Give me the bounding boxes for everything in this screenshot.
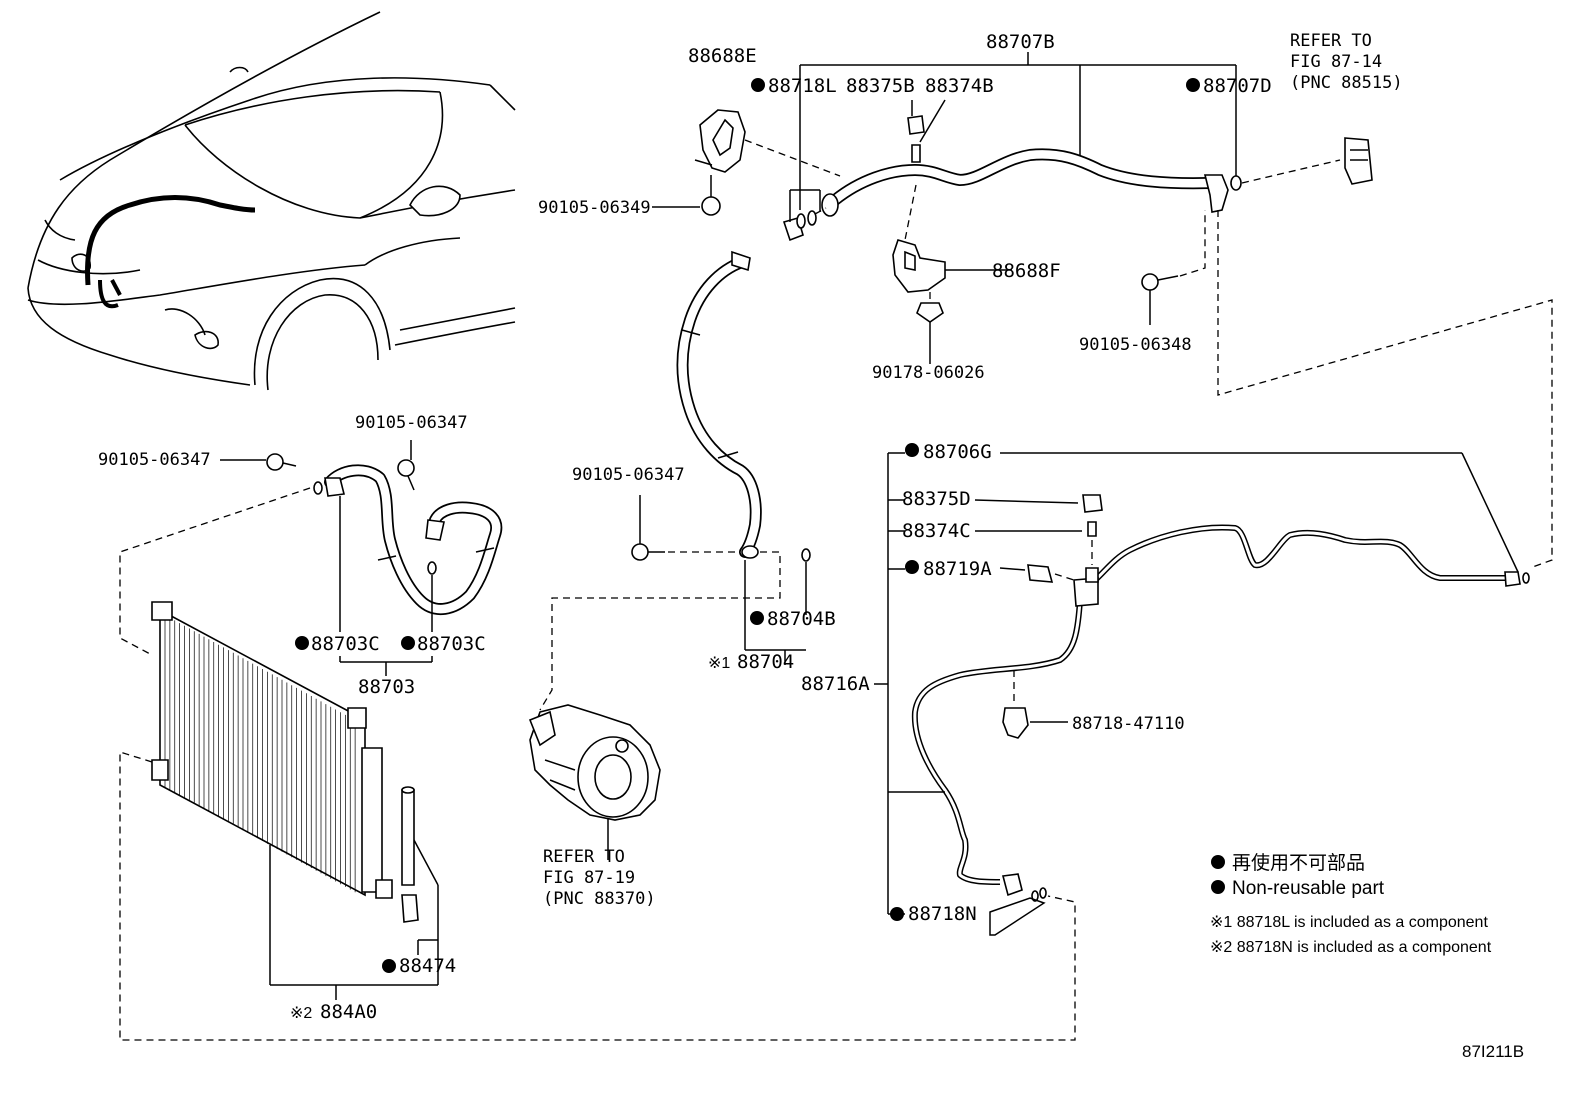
bolt-90105-06347-b (397, 440, 415, 491)
o-ring-88718n (989, 873, 1047, 936)
label-88703c-left: 88703C (311, 633, 380, 655)
legend-non-reusable: Non-reusable part (1232, 878, 1385, 899)
label-90105-06349: 90105-06349 (538, 198, 651, 218)
label-90105-06347-a: 90105-06347 (98, 450, 211, 470)
marker-note2-884a0: ※2 (290, 1005, 312, 1022)
label-88703c-right: 88703C (417, 633, 486, 655)
o-rings-88703c (313, 481, 437, 676)
label-90105-06348: 90105-06348 (1079, 335, 1192, 355)
suction-hose-88707b (821, 148, 1229, 217)
svg-text:FIG 87-14: FIG 87-14 (1290, 52, 1382, 72)
discharge-pipe-88703 (324, 464, 503, 615)
figure-code: 87I211B (1462, 1042, 1524, 1061)
legend-note2: ※2 88718N is included as a component (1210, 939, 1492, 956)
clamp-88718-47110 (1002, 670, 1068, 739)
vehicle-location-illustration (27, 11, 516, 391)
label-88375d: 88375D (902, 488, 971, 510)
cap-88375d (974, 494, 1103, 513)
label-88474: 88474 (399, 955, 456, 977)
pressure-sensor-88719a (999, 564, 1099, 583)
label-90178-06026: 90178-06026 (872, 363, 985, 383)
label-90105-06347-c: 90105-06347 (572, 465, 685, 485)
nut-90178-06026 (916, 292, 944, 364)
o-rings-88718l (782, 207, 827, 242)
condenser-884a0 (151, 601, 393, 985)
bolt-90105-06347-a (220, 453, 297, 471)
receiver-88474 (270, 786, 439, 1000)
legend: 再使用不可部品 Non-reusable part ※1 88718L is i… (1210, 852, 1492, 956)
svg-text:(PNC 88370): (PNC 88370) (543, 889, 656, 909)
label-88375b: 88375B (846, 75, 915, 97)
label-88706g: 88706G (923, 441, 992, 463)
label-88718n: 88718N (908, 903, 977, 925)
leader-88716a (874, 452, 1519, 915)
legend-japanese: 再使用不可部品 (1232, 852, 1365, 874)
label-88718l: 88718L (768, 75, 837, 97)
bolt-90105-06347-c (631, 495, 665, 561)
label-88707b: 88707B (986, 31, 1055, 53)
svg-text:REFER TO: REFER TO (1290, 31, 1372, 51)
label-88707d: 88707D (1203, 75, 1272, 97)
o-ring-88704b (801, 548, 811, 615)
reference-note-fig-87-19: REFER TO FIG 87-19 (PNC 88370) (543, 847, 656, 909)
valve-core-88374b (911, 99, 946, 163)
label-88718-47110: 88718-47110 (1072, 714, 1185, 734)
bolt-90105-06348 (1141, 273, 1179, 325)
label-88704: 88704 (737, 651, 794, 673)
label-88704b: 88704B (767, 608, 836, 630)
svg-text:REFER TO: REFER TO (543, 847, 625, 867)
legend-note1: ※1 88718L is included as a component (1210, 914, 1488, 931)
discharge-hose-88704 (676, 250, 762, 559)
label-88374c: 88374C (902, 520, 971, 542)
compressor (528, 704, 661, 860)
svg-text:FIG 87-19: FIG 87-19 (543, 868, 635, 888)
valve-core-88374c (975, 521, 1097, 565)
label-88719a: 88719A (923, 558, 992, 580)
label-88374b: 88374B (925, 75, 994, 97)
bracket-88688f (892, 239, 1012, 293)
non-reusable-markers (295, 78, 1225, 973)
connector-88515 (1344, 137, 1373, 185)
cap-88375b (907, 100, 925, 135)
leader-88707b (789, 52, 1237, 222)
reference-note-fig-87-14: REFER TO FIG 87-14 (PNC 88515) (1290, 31, 1403, 93)
label-88688e: 88688E (688, 45, 757, 67)
label-88688f: 88688F (992, 260, 1061, 282)
label-88703: 88703 (358, 676, 415, 698)
bracket-88688e (694, 109, 746, 173)
bolt-90105-06349 (652, 175, 721, 216)
label-88716a: 88716A (801, 673, 870, 695)
liquid-pipe-88716a (911, 524, 1530, 885)
o-ring-88707d (1230, 100, 1242, 191)
svg-text:(PNC 88515): (PNC 88515) (1290, 73, 1403, 93)
marker-note1-88704: ※1 (708, 655, 730, 672)
label-884a0: 884A0 (320, 1001, 377, 1023)
label-90105-06347-b: 90105-06347 (355, 413, 468, 433)
